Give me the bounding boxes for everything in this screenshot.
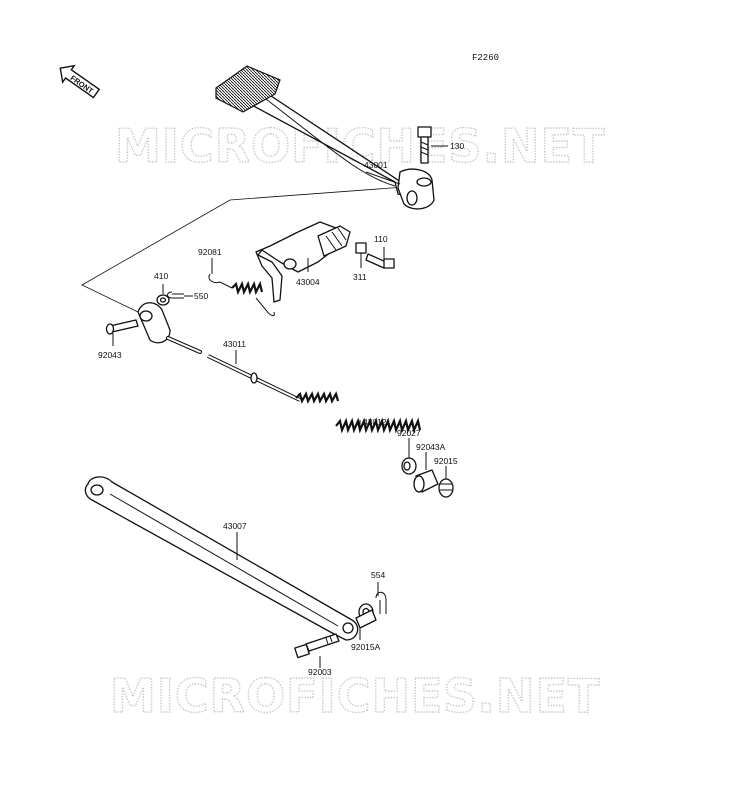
watermark-top: MICROFICHES.NET <box>115 119 605 173</box>
washer-410 <box>156 284 170 306</box>
label-43004: 43004 <box>296 277 320 287</box>
label-92043A: 92043A <box>416 442 446 452</box>
bolt-110 <box>365 247 395 269</box>
front-arrow-icon: FRONT <box>59 64 101 99</box>
label-43001: 43001 <box>364 160 388 170</box>
watermark-bottom: MICROFICHES.NET <box>110 669 600 723</box>
brake-pedal-43001 <box>215 65 435 210</box>
figure-number: F2260 <box>472 53 499 63</box>
pedal-pad <box>215 65 281 113</box>
label-92027: 92027 <box>397 428 421 438</box>
spring-43012 <box>335 417 422 434</box>
clevis <box>137 302 171 344</box>
label-43011: 43011 <box>223 339 246 349</box>
label-550: 550 <box>194 291 208 301</box>
label-43007: 43007 <box>223 521 247 531</box>
label-410: 410 <box>154 271 168 281</box>
label-130: 130 <box>450 141 464 151</box>
spring-92081 <box>208 273 275 317</box>
label-311: 311 <box>353 272 367 282</box>
brake-rod-43011 <box>166 336 340 404</box>
label-92015: 92015 <box>434 456 458 466</box>
label-92015A: 92015A <box>351 642 381 652</box>
label-43012: 43012 <box>363 417 387 427</box>
nut-92015 <box>438 466 454 498</box>
torque-link-43007 <box>84 476 359 641</box>
label-92003: 92003 <box>308 667 332 677</box>
collar-92027 <box>401 438 417 475</box>
pin-92043 <box>105 319 139 346</box>
cotter-pin-550 <box>167 291 184 299</box>
label-92081: 92081 <box>198 247 222 257</box>
label-554: 554 <box>371 570 385 580</box>
cotter-pin-554 <box>375 582 387 614</box>
nut-311 <box>355 242 367 268</box>
bolt-130 <box>417 126 448 164</box>
assembly-outline <box>81 185 419 313</box>
part-labels: 130 43001 110 92081 43004 311 410 550 92… <box>98 141 464 677</box>
adjust-nut-92043A <box>413 452 439 493</box>
bracket-43004 <box>255 221 351 303</box>
label-110: 110 <box>374 234 388 244</box>
bolt-92003 <box>294 633 340 668</box>
nut-92015A <box>355 603 377 640</box>
label-92043: 92043 <box>98 350 122 360</box>
